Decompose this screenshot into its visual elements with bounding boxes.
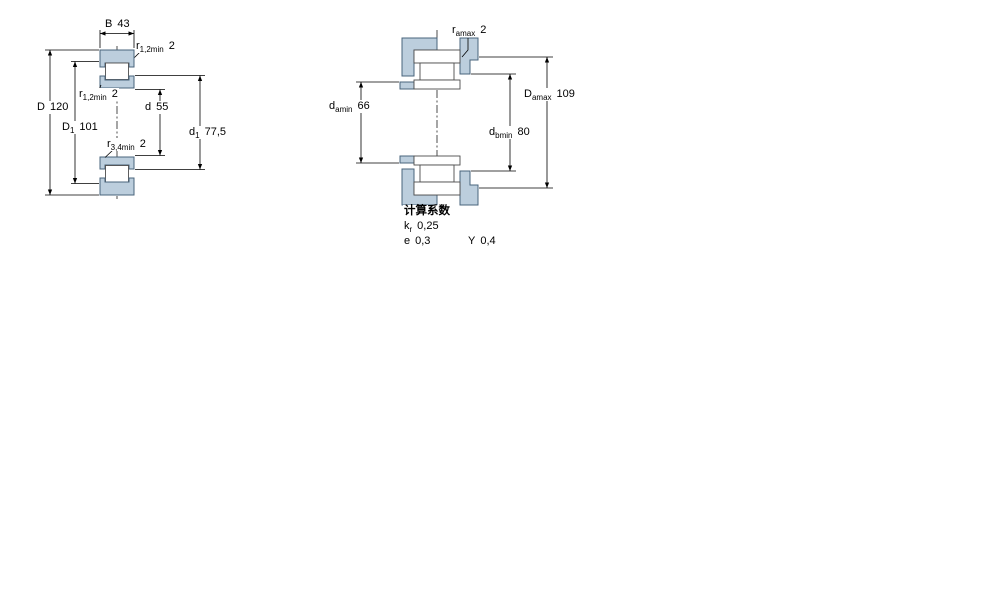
dim-symbol: D (524, 88, 532, 100)
dim-label-r12-side: r1,2min 2 (78, 88, 119, 102)
factor-value: 0,4 (480, 235, 496, 247)
dim-Da-lines (479, 56, 553, 189)
dim-subscript: 3,4min (110, 142, 135, 152)
dim-value: 66 (357, 100, 370, 112)
dim-subscript: bmin (495, 130, 513, 140)
dim-db-lines (471, 73, 516, 172)
dim-subscript: amax (531, 92, 552, 102)
roller (419, 164, 455, 183)
dim-label-Da: Damax 109 (523, 88, 576, 102)
dim-label-db: dbmin 80 (488, 126, 531, 140)
dim-value: 109 (556, 88, 575, 100)
dim-symbol: D (62, 121, 70, 133)
left-figure (45, 30, 205, 199)
factor-Y: Y 0,4 (467, 235, 497, 248)
dim-subscript: 1,2min (139, 44, 164, 54)
dim-value: 77,5 (204, 126, 226, 138)
dim-value: 55 (156, 101, 169, 113)
right-bearing-top-section (413, 49, 461, 90)
dim-symbol: r (107, 138, 111, 150)
dim-subscript: 1 (69, 125, 75, 135)
dim-subscript: amax (455, 28, 476, 38)
dim-value: 80 (517, 126, 530, 138)
factor-kr: kr 0,25 (403, 220, 440, 234)
factor-symbol: e (404, 235, 411, 247)
factor-symbol: Y (468, 235, 476, 247)
roller (419, 62, 455, 81)
dim-value: 120 (49, 101, 69, 113)
outer-ring-section (99, 177, 135, 196)
factor-e: e 0,3 (403, 235, 432, 248)
dim-label-r12-top: r1,2min 2 (135, 40, 176, 54)
factor-symbol: k (404, 220, 410, 232)
roller (105, 165, 129, 183)
inner-ring-section (99, 75, 135, 89)
inner-ring-section (413, 155, 461, 166)
outer-ring-section (413, 49, 461, 64)
dim-label-B: B 43 (104, 18, 131, 31)
dim-label-D: D 120 (36, 101, 70, 114)
factor-value: 0,3 (415, 235, 431, 247)
dim-label-da: damin 66 (328, 100, 371, 114)
dim-value: 2 (139, 138, 146, 150)
dim-value: 2 (480, 24, 487, 36)
dim-symbol: d (329, 100, 336, 112)
dim-symbol: r (79, 88, 83, 100)
leader-ra (461, 38, 469, 58)
factor-value: 0,25 (417, 220, 439, 232)
outer-ring-section (413, 181, 461, 196)
dim-symbol: d (145, 101, 152, 113)
shaft-shoulder-bottom-section (399, 155, 415, 164)
dim-label-r34: r3,4min 2 (106, 138, 147, 152)
dim-d-lines (135, 89, 165, 156)
dim-symbol: r (136, 40, 140, 52)
dim-label-d1: d1 77,5 (188, 126, 227, 140)
right-bearing-bottom-section (413, 155, 461, 196)
dim-symbol: B (105, 18, 113, 30)
dim-d1-lines (135, 75, 205, 170)
dim-value: 43 (117, 18, 130, 30)
dim-symbol: D (37, 101, 45, 113)
dim-subscript: amin (335, 104, 353, 114)
abutment-bottom-right-section (459, 170, 479, 206)
inner-ring-section (99, 156, 135, 170)
dim-symbol: r (452, 24, 456, 36)
dim-D-lines (45, 49, 99, 196)
abutment-top-right-section (459, 37, 479, 75)
dim-symbol: d (489, 126, 496, 138)
dim-da-lines (356, 81, 399, 164)
dim-value: 2 (111, 88, 118, 100)
dim-value: 2 (168, 40, 175, 52)
left-bearing-bottom-section (99, 156, 135, 196)
calculation-factors-title: 计算系数 (403, 205, 451, 217)
dim-value: 101 (79, 121, 98, 133)
dim-symbol: d (189, 126, 196, 138)
leader-r34 (104, 149, 114, 158)
housing-sections (399, 37, 479, 206)
dim-subscript: 1 (195, 130, 200, 140)
dim-label-ra: ramax 2 (451, 24, 488, 38)
roller (105, 62, 129, 80)
factor-subscript: r (409, 224, 413, 234)
right-figure (356, 30, 553, 206)
dim-label-d: d 55 (144, 101, 170, 114)
dim-label-D1: D1 101 (61, 121, 99, 135)
dim-subscript: 1,2min (82, 92, 107, 102)
left-bearing-top-section (99, 49, 135, 89)
shaft-shoulder-top-section (399, 81, 415, 90)
inner-ring-section (413, 79, 461, 90)
dim-B-lines (99, 30, 135, 48)
